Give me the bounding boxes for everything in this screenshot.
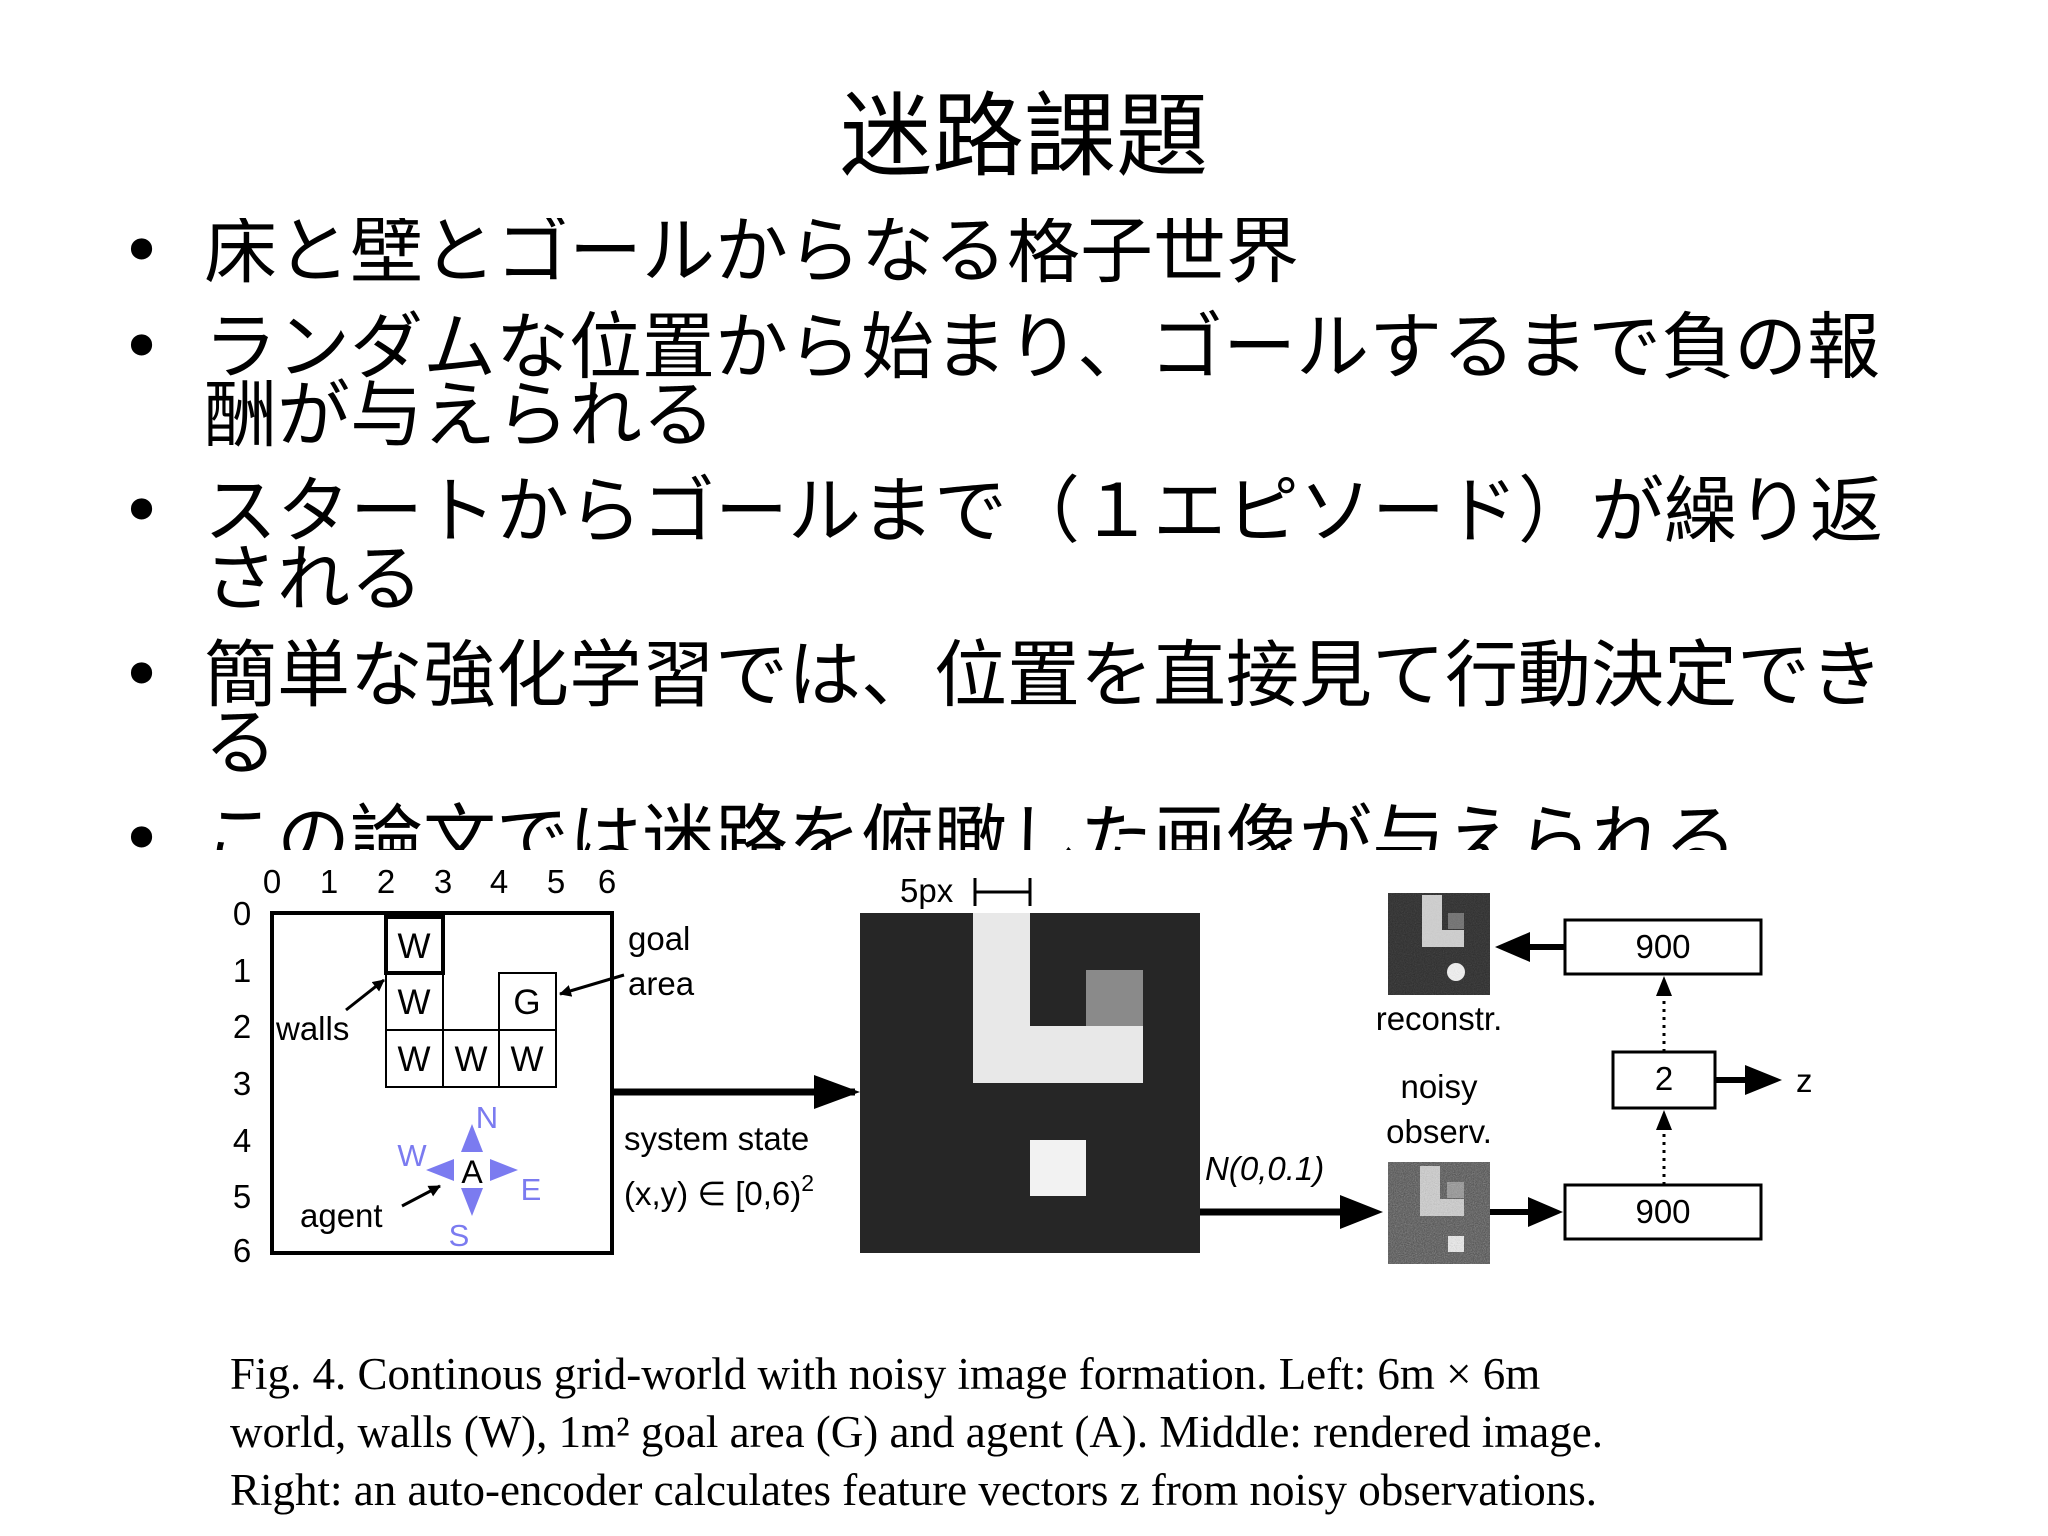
row-label: 3 [233,1065,251,1102]
goal-label: area [628,965,695,1002]
grid-world-panel: 0 1 2 3 4 5 6 0 1 2 3 4 5 6 W [233,863,695,1269]
row-label: 4 [233,1122,251,1159]
scale-label: 5px [900,872,954,909]
col-label: 5 [547,863,565,900]
agent-label: agent [300,1197,383,1234]
render-goal [1086,970,1143,1026]
autoencoder: 900 2 900 z [1490,918,1813,1241]
col-label: 1 [320,863,338,900]
code-to-decoder-arrowhead [1656,976,1672,996]
cell-letter: W [510,1040,543,1079]
system-state-exponent: 2 [801,1170,814,1196]
decoder-layer-size: 900 [1635,928,1690,965]
render-agent [1030,1140,1086,1196]
compass-e: E [521,1172,542,1207]
reconstr-label: reconstr. [1376,1000,1503,1037]
cell-letter: W [397,1040,430,1079]
bullet-item: 簡単な強化学習では、位置を直接見て行動決定できる [120,639,1950,780]
row-label: 0 [233,895,251,932]
encoder-input-arrow-head [1528,1197,1563,1227]
cell-letter: G [513,983,540,1022]
caption-line: world, walls (W), 1m² goal area (G) and … [230,1407,1603,1457]
compass-south-arrow [461,1188,483,1216]
z-arrow-head [1745,1065,1782,1095]
wall-cell [498,1029,557,1088]
compass: A N S E W [397,1100,541,1253]
bullet-item: ランダムな位置から始まり、ゴールするまで負の報酬が与えられる [120,311,1950,452]
walls-label: walls [275,1010,349,1047]
goal-label: goal [628,920,690,957]
bullet-item: スタートからゴールまで（１エピソード）が繰り返される [120,475,1950,616]
scale-bar [973,878,1032,906]
col-label: 2 [377,863,395,900]
cell-letter: W [397,983,430,1022]
col-label: 3 [434,863,452,900]
encoder-to-code-arrowhead [1656,1110,1672,1130]
compass-w: W [397,1138,427,1173]
system-state-formula-text: (x,y) ∈ [0,6) [624,1175,801,1212]
figure-caption: Fig. 4. Continous grid-world with noisy … [230,1345,1820,1519]
goal-arrow [559,973,625,997]
decoder-layer [1563,918,1763,976]
cell-letter: W [454,1040,487,1079]
observ-label: observ. [1386,1113,1492,1150]
encoder-layer [1563,1183,1763,1241]
z-label: z [1796,1062,1813,1099]
bullet-item: この論文では迷路を俯瞰した画像が与えられる [120,803,1950,850]
row-label: 6 [233,1232,251,1269]
code-layer-size: 2 [1655,1060,1673,1097]
bullet-item: 床と壁とゴールからなる格子世界 [120,218,1950,288]
row-label: 2 [233,1008,251,1045]
noisy-observation-image [1388,1162,1490,1264]
agent-arrow [401,1184,441,1208]
col-label: 0 [263,863,281,900]
compass-s: S [449,1218,470,1253]
caption-line: Fig. 4. Continous grid-world with noisy … [230,1349,1541,1399]
reconstr-arrow-head [1495,932,1530,962]
state-arrow-head [814,1075,860,1109]
system-state-label: system state [624,1120,809,1157]
code-layer [1611,1050,1717,1110]
bullet-list: 床と壁とゴールからなる格子世界 ランダムな位置から始まり、ゴールするまで負の報酬… [120,218,1950,850]
cell-letter: W [397,927,430,966]
system-state-formula: (x,y) ∈ [0,6)2 [624,1170,814,1212]
reconstruction-image [1388,893,1490,995]
grid-world-figure: 0 1 2 3 4 5 6 0 1 2 3 4 5 6 W [233,863,1813,1269]
encoder-layer-size: 900 [1635,1193,1690,1230]
noisy-label: noisy [1400,1068,1478,1105]
slide-title: 迷路課題 [839,83,1208,190]
compass-east-arrow [490,1159,518,1181]
caption-line: Right: an auto-encoder calculates featur… [230,1465,1598,1515]
walls-arrow [345,978,385,1012]
col-label: 4 [490,863,508,900]
render-wall [973,1026,1143,1083]
row-label: 5 [233,1178,251,1215]
rendered-image [860,913,1200,1253]
col-label: 6 [598,863,616,900]
row-label: 1 [233,952,251,989]
compass-north-arrow [461,1124,483,1152]
compass-west-arrow [426,1159,454,1181]
noise-arrow-head [1340,1195,1383,1229]
compass-n: N [476,1100,498,1135]
noise-label: N(0,0.1) [1205,1150,1324,1187]
agent-letter: A [461,1154,483,1190]
